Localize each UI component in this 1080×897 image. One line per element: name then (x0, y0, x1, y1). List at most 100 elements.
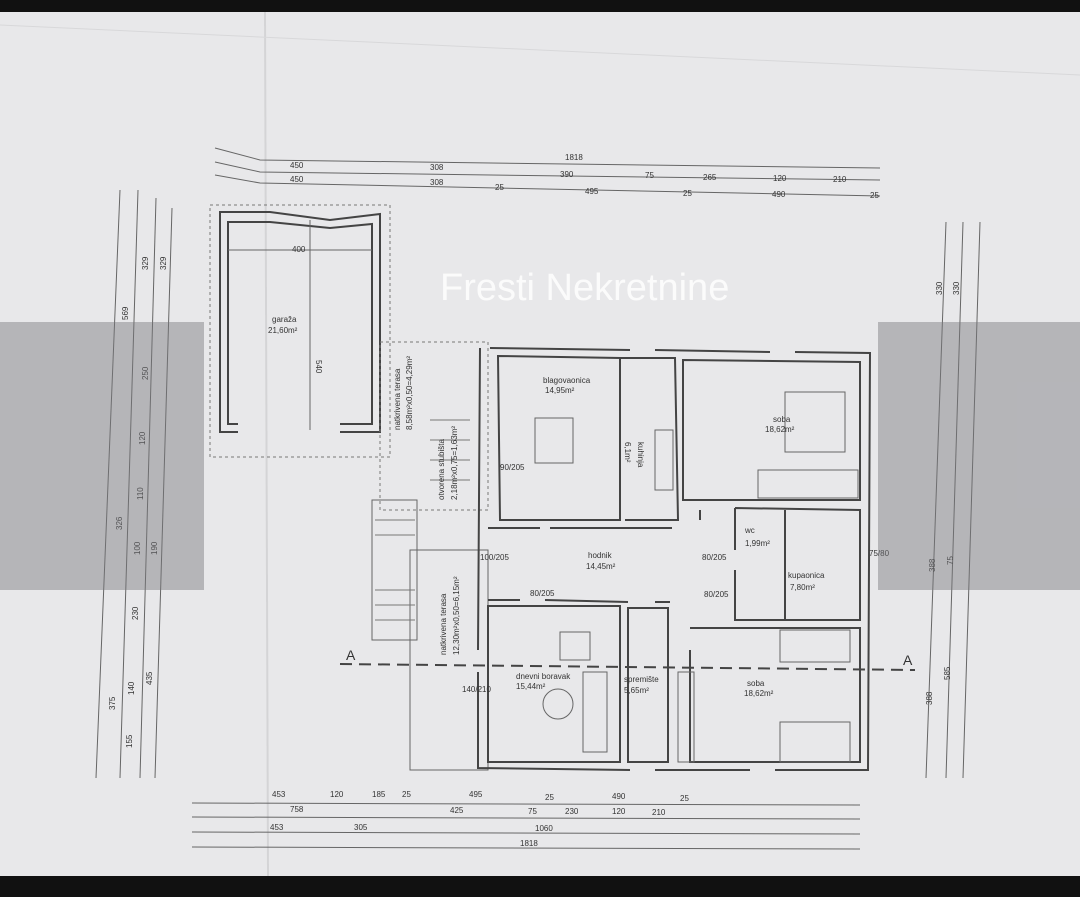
dim-label: 155 (125, 734, 134, 748)
section-marker: A (346, 647, 356, 663)
dim-label: 1818 (565, 153, 583, 162)
dim-label: 326 (115, 516, 124, 530)
dim-label: 250 (141, 366, 150, 380)
dim-label: 758 (290, 805, 304, 814)
dim-label: 450 (290, 175, 304, 184)
dim-label: 120 (612, 807, 626, 816)
room-labels: blagovaonica 14,95m² kuhinja 6,1m² soba … (516, 376, 825, 698)
room-area: 15,44m² (516, 682, 546, 691)
dim-label: 110 (136, 487, 145, 500)
dim-label: 25 (870, 191, 879, 200)
dim-label: 490 (612, 792, 626, 801)
house (477, 347, 872, 771)
dim-label: 230 (131, 606, 140, 620)
room-area: 18,62m² (765, 425, 795, 434)
sofa (582, 671, 608, 753)
dim-label: 265 (703, 173, 717, 182)
wardrobe (757, 469, 859, 499)
bed (779, 721, 851, 763)
dim-label: 100 (133, 541, 142, 555)
dim-label: 330 (935, 281, 944, 295)
dim-label: 120 (773, 174, 787, 183)
room-area: 6,1m² (623, 442, 632, 463)
dim-label: 75 (946, 556, 955, 565)
dim-label: 1818 (520, 839, 538, 848)
dim-label: 210 (833, 175, 847, 184)
bed (784, 391, 846, 453)
right-overlay-band (878, 322, 1080, 590)
garage-depth-label: 540 (314, 360, 323, 374)
room-area: 21,60m² (268, 326, 298, 335)
dim-label: 210 (652, 808, 666, 817)
room-area: 14,95m² (545, 386, 575, 395)
dim-label: 75 (645, 171, 654, 180)
floor-plan-photo: 1818 450 308 390 75 265 120 210 450 308 … (0, 12, 1080, 876)
dim-label: 25 (680, 794, 689, 803)
room-area: 18,62m² (744, 689, 774, 698)
room-name: wc (744, 526, 755, 535)
room-name: spremište (624, 675, 659, 684)
room-name: natkrivena terasa (439, 593, 448, 655)
dim-label: 329 (141, 256, 150, 270)
dim-label: 1060 (535, 824, 553, 833)
section-line-a: A A (339, 647, 916, 671)
dim-label: 140 (127, 681, 136, 695)
dim-label: 230 (565, 807, 579, 816)
dim-label: 25 (495, 183, 504, 192)
door-label: 140/210 (462, 685, 491, 694)
left-dimensions: 569 329 329 250 120 110 326 100 190 230 … (95, 189, 173, 779)
dim-label: 308 (430, 163, 444, 172)
dining-table (534, 417, 574, 464)
door-labels: 100/205 140/210 80/205 80/205 80/205 90/… (462, 463, 890, 694)
dim-label: 120 (330, 790, 344, 799)
room-name: garaža (272, 315, 297, 324)
dim-label: 490 (772, 190, 786, 199)
dim-label: 190 (150, 541, 159, 555)
room-area: 12,30m²x0,50=6,15m² (452, 576, 461, 655)
dim-label: 388 (928, 558, 937, 572)
armchair (559, 631, 591, 661)
room-name: kupaonica (788, 571, 825, 580)
room-name: dnevni boravak (516, 672, 571, 681)
door-label: 75/80 (869, 549, 890, 558)
dim-label: 120 (138, 431, 147, 445)
section-marker: A (903, 652, 913, 668)
wardrobe (677, 671, 695, 763)
garage-width-label: 400 (292, 245, 306, 254)
left-overlay-band (0, 322, 204, 590)
room-name: blagovaonica (543, 376, 591, 385)
dim-label: 435 (145, 671, 154, 685)
door-label: 90/205 (500, 463, 525, 472)
garage: 400 540 garaža 21,60m² (209, 204, 391, 458)
right-dimensions: 330 330 388 75 388 585 (925, 221, 981, 779)
dim-label: 75 (528, 807, 537, 816)
floor-plan-drawing: 1818 450 308 390 75 265 120 210 450 308 … (0, 12, 1080, 876)
room-area: 1,99m² (745, 539, 770, 548)
room-area: 8,58m²x0,50=4,29m² (405, 356, 414, 430)
dim-label: 453 (270, 823, 284, 832)
terraces: natkrivena terasa 8,58m²x0,50=4,29m² otv… (371, 341, 489, 771)
room-area: 14,45m² (586, 562, 616, 571)
dim-label: 390 (560, 170, 574, 179)
dim-label: 585 (943, 666, 952, 680)
room-name: hodnik (588, 551, 613, 560)
room-name: soba (773, 415, 791, 424)
dim-label: 569 (121, 306, 130, 320)
dim-label: 495 (585, 187, 599, 196)
room-area: 5,65m² (624, 686, 649, 695)
door-label: 100/205 (480, 553, 509, 562)
top-dimensions: 1818 450 308 390 75 265 120 210 450 308 … (214, 147, 881, 200)
desk (779, 629, 851, 663)
dim-label: 25 (683, 189, 692, 198)
dim-label: 25 (402, 790, 411, 799)
dim-label: 330 (952, 281, 961, 295)
bottom-dimensions: 453 120 185 25 495 25 490 25 758 425 75 … (191, 790, 861, 850)
dim-label: 329 (159, 256, 168, 270)
kitchen-counter (654, 429, 674, 491)
dim-label: 308 (430, 178, 444, 187)
door-label: 80/205 (704, 590, 729, 599)
dim-label: 495 (469, 790, 483, 799)
dim-label: 453 (272, 790, 286, 799)
room-area: 7,80m² (790, 583, 815, 592)
dim-label: 25 (545, 793, 554, 802)
